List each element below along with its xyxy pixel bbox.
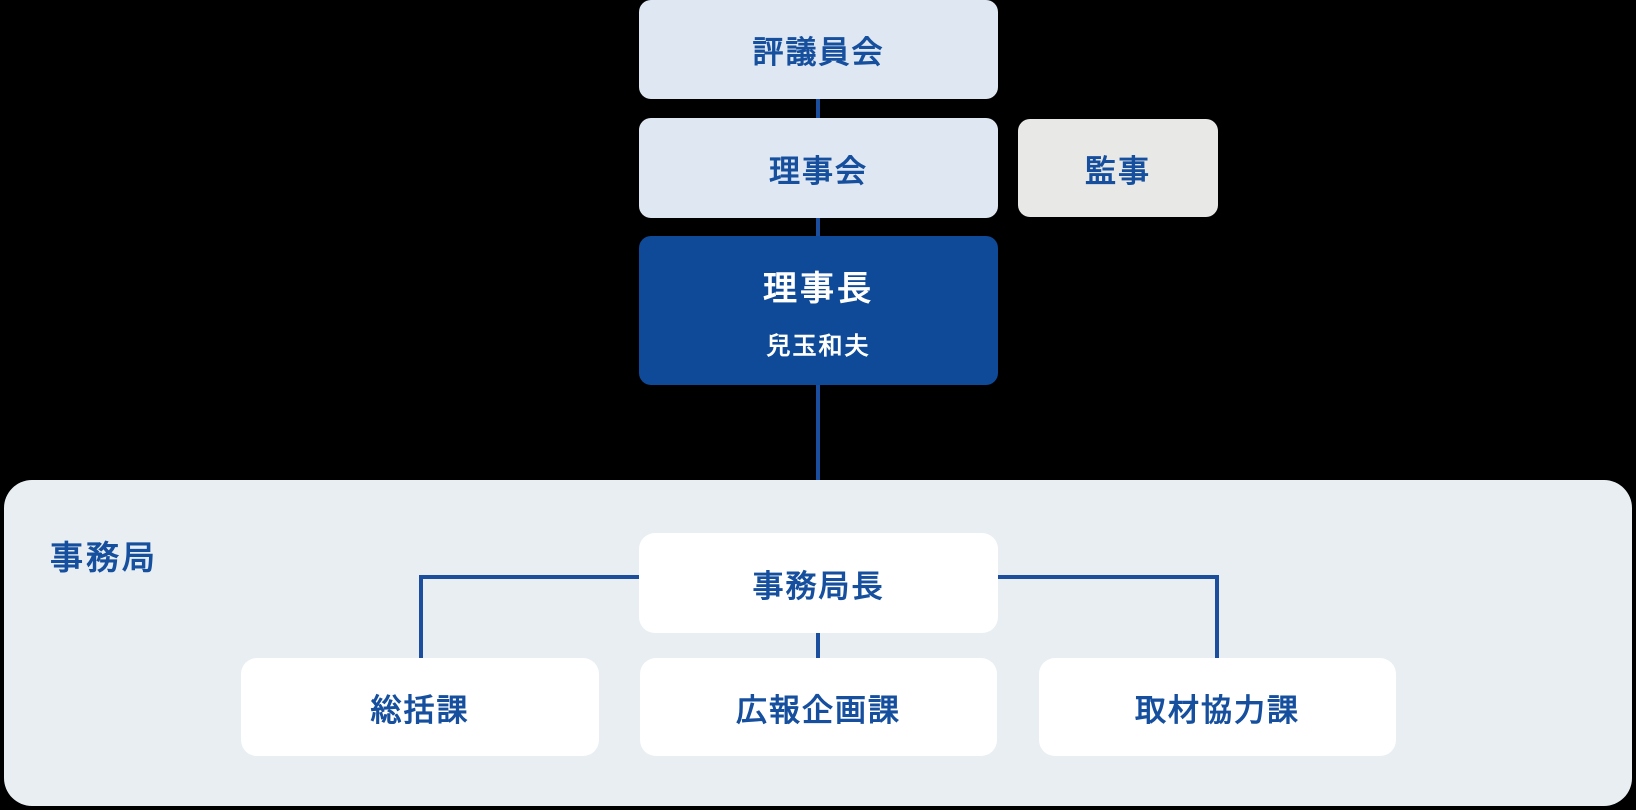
auditor-box: 監事 bbox=[1018, 119, 1218, 217]
secretariat-label: 事務局 bbox=[50, 539, 158, 576]
general-affairs-section-label: 総括課 bbox=[370, 692, 470, 728]
pr-planning-section-label: 広報企画課 bbox=[736, 692, 901, 728]
branch-line-right-vertical bbox=[1215, 575, 1219, 658]
branch-line-right-horizontal bbox=[998, 575, 1219, 579]
president-box: 理事長 兒玉和夫 bbox=[639, 236, 998, 385]
secretary-general-box: 事務局長 bbox=[639, 533, 998, 633]
connector-board-president bbox=[816, 218, 820, 236]
connector-councilors-board bbox=[816, 99, 820, 118]
board-of-directors-label: 理事会 bbox=[769, 153, 868, 189]
auditor-label: 監事 bbox=[1085, 153, 1151, 189]
pr-planning-section-box: 広報企画課 bbox=[640, 658, 997, 756]
press-cooperation-section-label: 取材協力課 bbox=[1135, 692, 1300, 728]
general-affairs-section-box: 総括課 bbox=[241, 658, 599, 756]
president-name: 兒玉和夫 bbox=[766, 332, 871, 360]
secretary-general-label: 事務局長 bbox=[752, 568, 885, 604]
connector-president-secretariat bbox=[816, 385, 820, 480]
president-title: 理事長 bbox=[763, 269, 874, 308]
press-cooperation-section-box: 取材協力課 bbox=[1039, 658, 1396, 756]
board-of-directors-box: 理事会 bbox=[639, 118, 998, 218]
councilors-box: 評議員会 bbox=[639, 0, 998, 99]
councilors-label: 評議員会 bbox=[752, 35, 885, 70]
branch-line-left-horizontal bbox=[419, 575, 639, 579]
branch-line-center-vertical bbox=[816, 633, 820, 658]
branch-line-left-vertical bbox=[419, 575, 423, 658]
